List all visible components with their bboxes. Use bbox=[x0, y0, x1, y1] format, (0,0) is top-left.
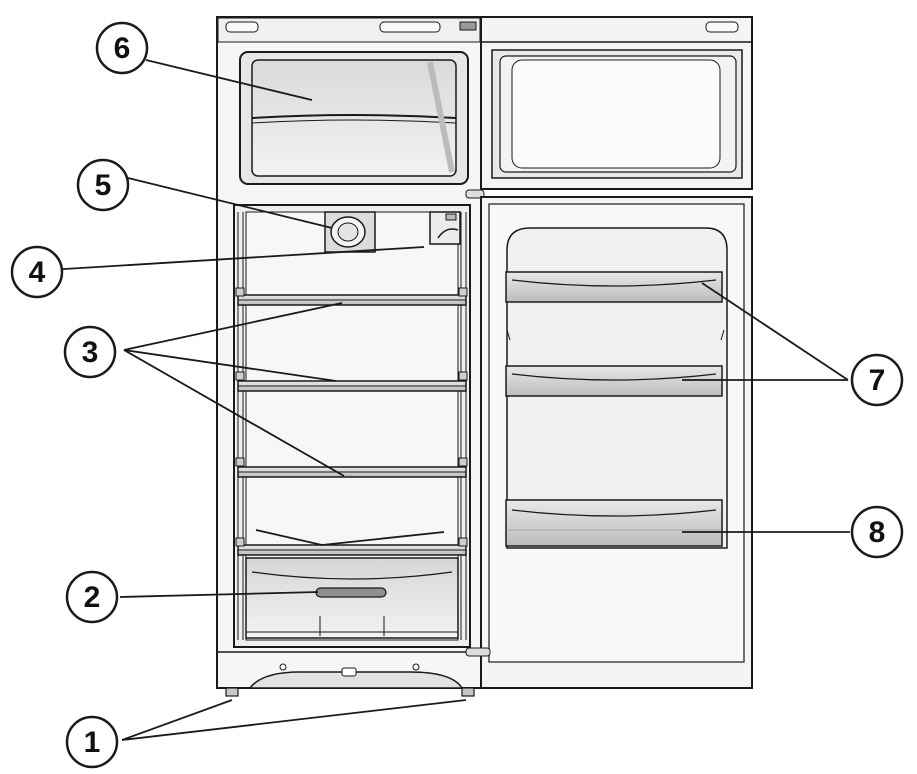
shelf-clips bbox=[235, 287, 468, 547]
fridge-door bbox=[465, 196, 753, 689]
doors bbox=[465, 16, 753, 689]
callout-1-label: 1 bbox=[84, 726, 101, 759]
leader-1a bbox=[121, 699, 233, 741]
leader-3c bbox=[123, 349, 345, 477]
callout-4-label: 4 bbox=[29, 256, 46, 289]
leader-lines bbox=[47, 59, 850, 741]
freezer-door bbox=[480, 16, 753, 190]
freezer-compartment bbox=[239, 51, 469, 185]
door-shelf-2 bbox=[505, 365, 723, 397]
callout-5-label: 5 bbox=[95, 169, 112, 202]
leader-3b bbox=[123, 349, 337, 382]
callout-6-label: 6 bbox=[114, 32, 131, 65]
callout-3-label: 3 bbox=[82, 336, 99, 369]
leader-2 bbox=[119, 591, 319, 598]
leader-4 bbox=[47, 246, 425, 271]
thermostat bbox=[324, 211, 376, 253]
callouts: 6 5 4 3 2 1 7 8 bbox=[10, 21, 904, 769]
callout-8: 8 bbox=[850, 505, 904, 559]
shelf-1 bbox=[237, 294, 467, 306]
shelf-4 bbox=[237, 544, 467, 556]
callout-2-label: 2 bbox=[84, 581, 101, 614]
callout-5: 5 bbox=[76, 158, 130, 212]
bottle-shelf bbox=[505, 499, 723, 547]
callout-6: 6 bbox=[95, 21, 149, 75]
callout-7: 7 bbox=[850, 353, 904, 407]
leader-5 bbox=[127, 177, 333, 229]
crisper-bin bbox=[245, 557, 459, 639]
shelf-2 bbox=[237, 380, 467, 392]
callout-2: 2 bbox=[65, 570, 119, 624]
light-unit bbox=[429, 211, 461, 245]
plinth bbox=[217, 651, 481, 697]
leader-3a bbox=[123, 302, 343, 351]
leader-1b bbox=[121, 699, 467, 741]
fridge-body bbox=[216, 16, 485, 697]
door-shelf-1 bbox=[505, 271, 723, 303]
fridge-compartment bbox=[233, 204, 471, 648]
leader-7a bbox=[701, 282, 849, 381]
foot-left bbox=[225, 687, 239, 697]
leader-3d bbox=[255, 529, 445, 546]
callout-1: 1 bbox=[65, 715, 119, 769]
callout-7-label: 7 bbox=[869, 364, 886, 397]
leader-6 bbox=[145, 59, 313, 101]
foot-right bbox=[461, 687, 475, 697]
callout-3: 3 bbox=[63, 325, 117, 379]
shelf-3 bbox=[237, 466, 467, 478]
callout-8-label: 8 bbox=[869, 516, 886, 549]
callout-4: 4 bbox=[10, 245, 64, 299]
